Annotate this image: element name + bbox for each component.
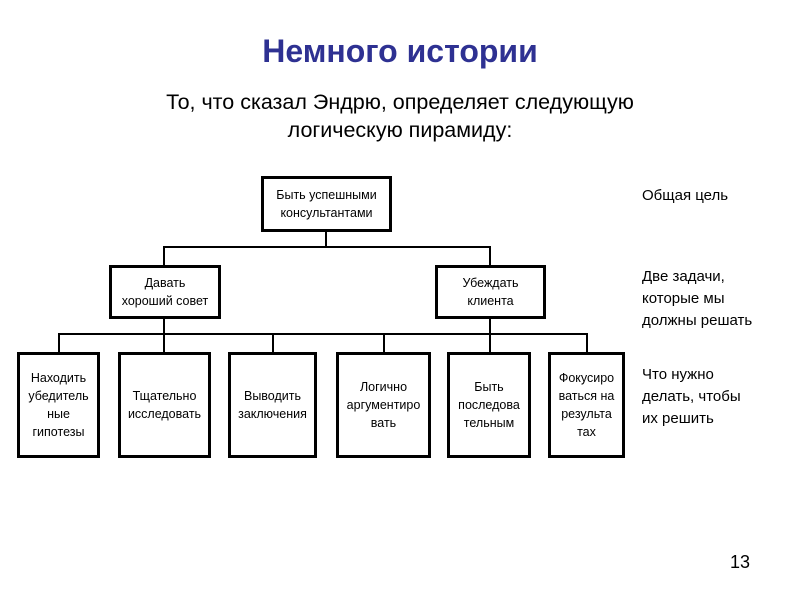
connector-to-mid-left bbox=[163, 246, 165, 266]
action-2-line-1: Тщательно bbox=[132, 389, 197, 403]
connector-mid-left-down bbox=[163, 317, 165, 335]
connector-to-bottom-3 bbox=[272, 333, 274, 353]
action-6-line-4: тах bbox=[577, 425, 596, 439]
connector-to-mid-right bbox=[489, 246, 491, 266]
connector-bottom-bus bbox=[58, 333, 588, 335]
action-box-5: Быть последова тельным bbox=[447, 352, 531, 458]
action-6-line-2: ваться на bbox=[558, 389, 615, 403]
legend-3-line-2: делать, чтобы bbox=[642, 388, 741, 405]
slide-title: Немного истории bbox=[262, 33, 538, 69]
legend-3-line-3: их решить bbox=[642, 410, 714, 427]
action-box-4: Логично аргументиро вать bbox=[336, 352, 431, 458]
legend-level-3: Что нужно делать, чтобы их решить bbox=[642, 364, 741, 430]
goal-box: Быть успешными консультантами bbox=[261, 176, 392, 232]
task-box-2: Убеждать клиента bbox=[435, 265, 546, 319]
action-4-line-2: аргументиро bbox=[346, 398, 421, 412]
action-1-line-1: Находить bbox=[30, 371, 87, 385]
legend-1-line-1: Общая цель bbox=[642, 187, 729, 204]
legend-level-1: Общая цель bbox=[642, 185, 728, 207]
action-3-line-2: заключения bbox=[238, 407, 307, 421]
subtitle-line-2: логическую пирамиду: bbox=[287, 118, 513, 142]
action-6-line-3: результа bbox=[561, 407, 612, 421]
legend-2-line-1: Две задачи, bbox=[642, 268, 725, 285]
action-4-line-3: вать bbox=[370, 416, 397, 430]
legend-level-2: Две задачи, которые мы должны решать bbox=[642, 266, 752, 332]
action-5-line-2: последова bbox=[458, 398, 520, 412]
legend-3-line-1: Что нужно bbox=[642, 366, 714, 383]
action-1-line-3: ные bbox=[47, 407, 70, 421]
action-1-line-2: убедитель bbox=[28, 389, 89, 403]
connector-to-bottom-6 bbox=[586, 333, 588, 353]
legend-2-line-2: которые мы bbox=[642, 290, 725, 307]
action-5-line-1: Быть bbox=[474, 380, 504, 394]
task-2-line-2: клиента bbox=[467, 294, 514, 308]
action-3-line-1: Выводить bbox=[243, 389, 301, 403]
task-1-line-2: хороший совет bbox=[121, 294, 209, 308]
action-2-line-2: исследовать bbox=[127, 407, 202, 421]
connector-top-horizontal bbox=[163, 246, 491, 248]
legend-2-line-3: должны решать bbox=[642, 312, 753, 329]
action-1-line-4: гипотезы bbox=[32, 425, 85, 439]
action-box-6: Фокусиро ваться на результа тах bbox=[548, 352, 625, 458]
goal-line-1: Быть успешными bbox=[276, 188, 377, 202]
task-box-1: Давать хороший совет bbox=[109, 265, 221, 319]
connector-mid-right-down bbox=[489, 317, 491, 335]
connector-to-bottom-1 bbox=[58, 333, 60, 353]
action-box-2: Тщательно исследовать bbox=[118, 352, 211, 458]
action-box-3: Выводить заключения bbox=[228, 352, 317, 458]
action-6-line-1: Фокусиро bbox=[558, 371, 615, 385]
task-1-line-1: Давать bbox=[144, 276, 186, 290]
connector-to-bottom-2 bbox=[163, 333, 165, 353]
connector-to-bottom-5 bbox=[489, 333, 491, 353]
page-number: 13 bbox=[729, 552, 751, 572]
action-box-1: Находить убедитель ные гипотезы bbox=[17, 352, 100, 458]
task-2-line-1: Убеждать bbox=[462, 276, 519, 290]
subtitle-line-1: То, что сказал Эндрю, определяет следующ… bbox=[166, 90, 634, 114]
action-5-line-3: тельным bbox=[463, 416, 515, 430]
slide-subtitle: То, что сказал Эндрю, определяет следующ… bbox=[100, 88, 700, 144]
connector-top-vertical bbox=[325, 231, 327, 248]
action-4-line-1: Логично bbox=[359, 380, 408, 394]
connector-to-bottom-4 bbox=[383, 333, 385, 353]
goal-line-2: консультантами bbox=[280, 206, 373, 220]
